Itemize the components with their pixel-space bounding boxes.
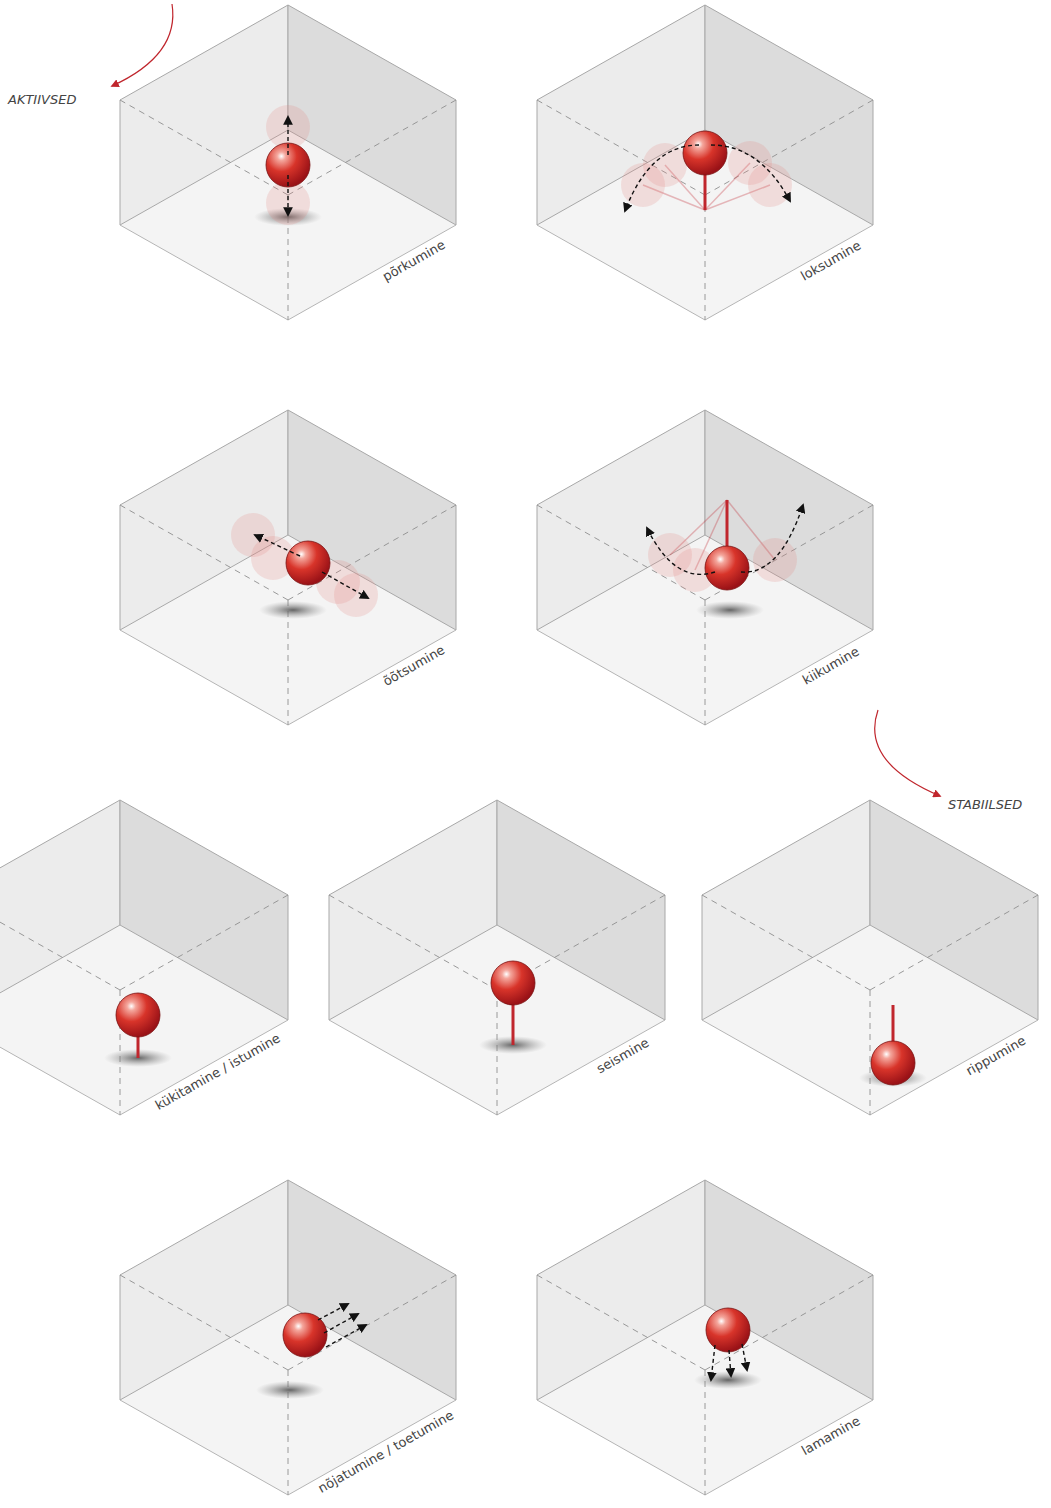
room-corner [537,410,873,725]
room-corner [329,800,665,1115]
motion-arrow [729,1350,731,1376]
ball [286,541,330,585]
motion-arrow [255,535,300,556]
motion-arrow [711,1345,715,1380]
room-corner [0,800,288,1115]
ghost-ball [748,163,792,207]
ball [491,961,535,1005]
ball [706,1308,750,1352]
room-corner [702,800,1038,1115]
motion-arrow [326,1325,366,1347]
ball [871,1041,915,1085]
ghost-ball [753,538,797,582]
motion-arrow [318,1304,348,1320]
motion-arrow [322,572,368,598]
group-pointer [875,710,940,796]
motion-arrow [711,145,790,201]
ball [283,1313,327,1357]
ball [705,546,749,590]
ball [116,993,160,1037]
room-corner [120,5,456,320]
room-corner [120,410,456,725]
motion-arrow [287,117,288,155]
ball [266,143,310,187]
group-pointer [112,4,173,86]
motion-arrow [742,1344,747,1370]
shadow [256,1381,324,1399]
motion-arrow [647,528,715,574]
motion-arrow [625,145,699,211]
group-heading: AKTIIVSED [8,92,76,108]
room-corner [537,5,873,320]
room-corner [537,1180,873,1495]
shadow [696,601,764,619]
group-heading: STABIILSED [948,797,1022,813]
motion-arrow [324,1314,358,1333]
ball [683,131,727,175]
motion-arrow [287,175,288,215]
ghost-ball [643,143,687,187]
shadow [259,601,327,619]
shadow [694,1371,762,1389]
motion-arrow [741,505,803,572]
ghost-ball [334,573,378,617]
